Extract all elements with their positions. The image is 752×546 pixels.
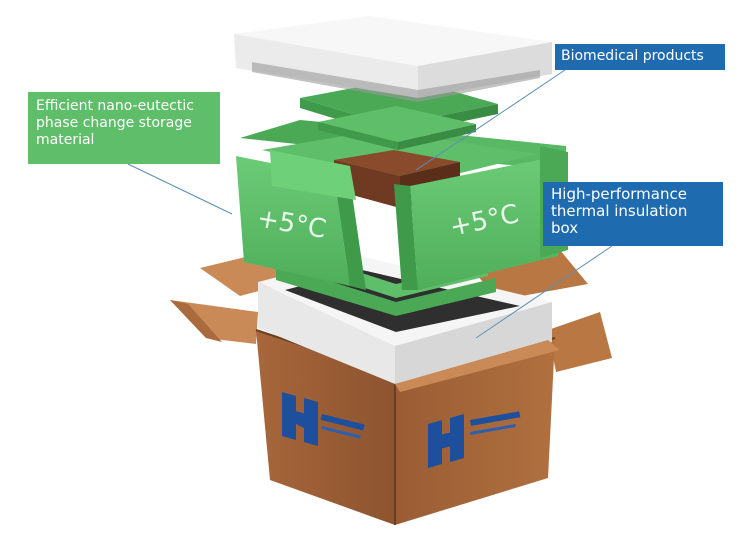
carton-right-flap bbox=[548, 312, 612, 372]
callout-biomedical-products: Biomedical products bbox=[555, 44, 725, 70]
top-cold-plates bbox=[300, 78, 498, 150]
leader-lines bbox=[127, 69, 613, 339]
callout-phase-change-material: Efficient nano-eutectic phase change sto… bbox=[28, 92, 220, 164]
insulation-lid bbox=[234, 16, 552, 102]
biomedical-product bbox=[334, 150, 460, 176]
callout-thermal-insulation-box: High-performance thermal insulation box bbox=[543, 182, 723, 246]
company-logo-right bbox=[428, 411, 521, 468]
company-logo-left bbox=[282, 392, 365, 446]
